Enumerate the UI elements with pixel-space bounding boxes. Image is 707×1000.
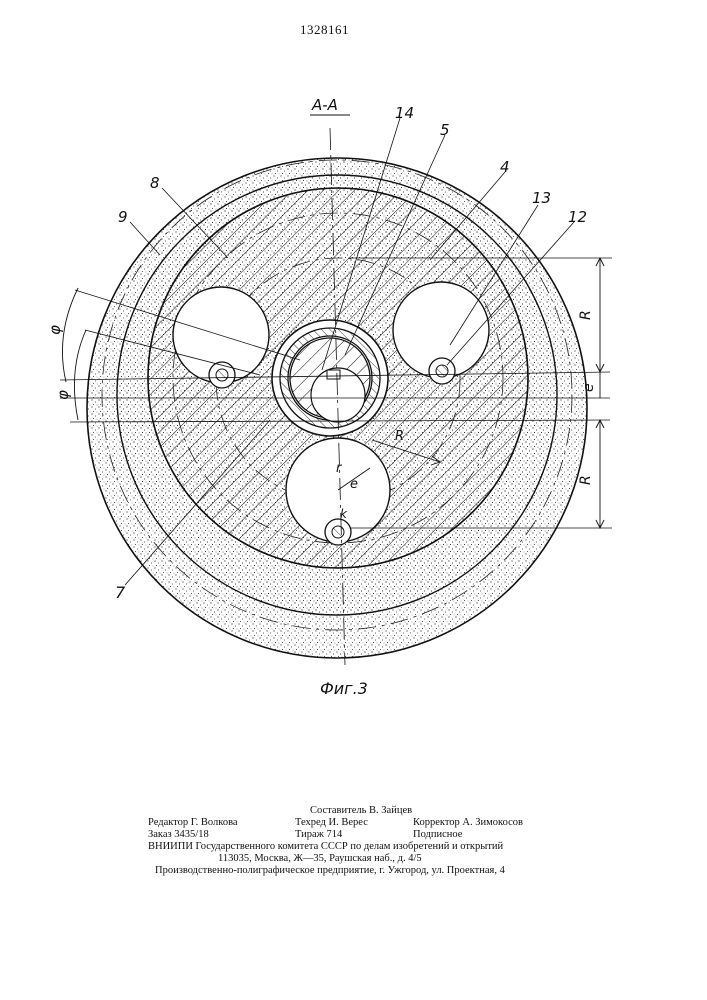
dimension-label-phi-lower: φ bbox=[54, 390, 72, 400]
callout-5: 5 bbox=[440, 121, 450, 139]
callout-13: 13 bbox=[532, 189, 551, 207]
callout-12: 12 bbox=[568, 208, 587, 226]
callout-7: 7 bbox=[115, 583, 126, 602]
shaft-key bbox=[327, 370, 340, 379]
circulation: Тираж 714 bbox=[295, 829, 342, 841]
section-label: A-A bbox=[311, 96, 338, 114]
org-line: ВНИИПИ Государственного комитета СССР по… bbox=[148, 841, 503, 853]
corrector: Корректор А. Зимокосов bbox=[413, 817, 523, 829]
printer-line: Производственно-полиграфическое предприя… bbox=[155, 865, 505, 877]
compiler: Составитель В. Зайцев bbox=[310, 805, 412, 817]
figure-caption: Фиг.3 bbox=[320, 679, 368, 698]
callout-8: 8 bbox=[150, 174, 160, 192]
callout-9: 9 bbox=[118, 208, 128, 226]
subscription: Подписное bbox=[413, 829, 462, 841]
order: Заказ 3435/18 bbox=[148, 829, 209, 841]
editor: Редактор Г. Волкова bbox=[148, 817, 238, 829]
dimension-label-k-inner: k bbox=[340, 507, 348, 521]
dimension-label-phi-upper: φ bbox=[46, 325, 64, 335]
tech-editor: Техред И. Верес bbox=[295, 817, 368, 829]
technical-drawing: A-A 14 5 4 13 12 8 9 7 R e R φ φ R r e k… bbox=[0, 0, 707, 720]
bottom-pin-core bbox=[332, 526, 344, 538]
right-pin-core bbox=[436, 365, 448, 377]
dimension-label-R-lower: R bbox=[578, 475, 594, 485]
angle-arc-phi-lower bbox=[74, 330, 86, 420]
dimension-label-R-inner: R bbox=[395, 429, 404, 444]
dimension-label-e-inner: e bbox=[350, 477, 358, 492]
callout-4: 4 bbox=[500, 158, 510, 176]
left-pin-core bbox=[216, 369, 228, 381]
dimension-label-e-right: e bbox=[581, 383, 597, 392]
dimension-label-R-upper: R bbox=[578, 310, 594, 320]
address-line: 113035, Москва, Ж—35, Раушская наб., д. … bbox=[218, 853, 422, 865]
callout-14: 14 bbox=[395, 104, 414, 122]
